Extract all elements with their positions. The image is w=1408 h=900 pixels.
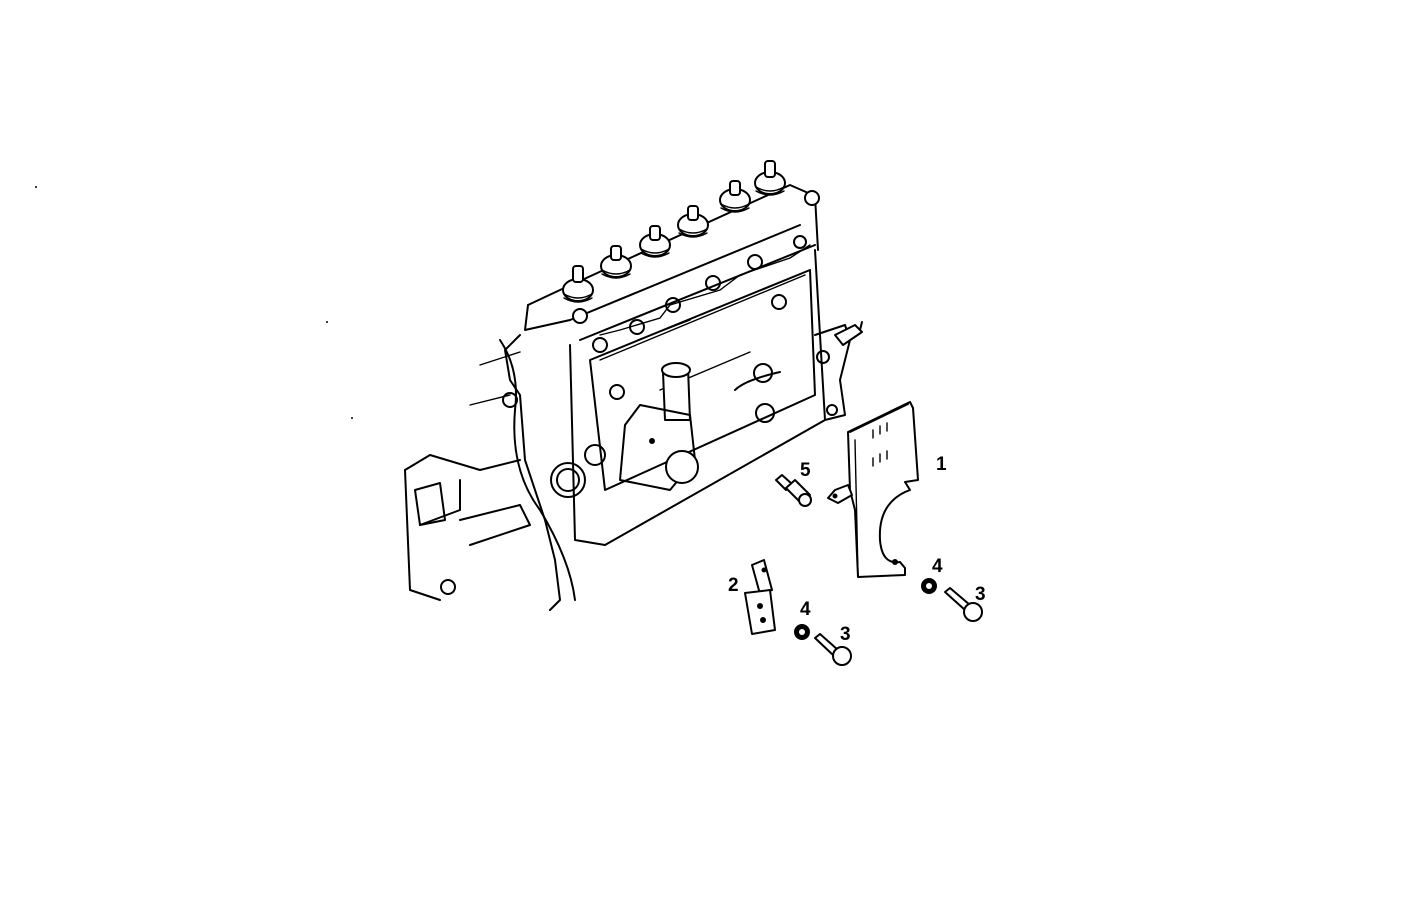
- callout-5: 5: [800, 460, 811, 481]
- support-bracket-icon: [827, 401, 919, 578]
- injection-pump-icon: [404, 160, 863, 611]
- spacer-stud-icon: [775, 474, 812, 507]
- callout-3a: 3: [975, 584, 986, 605]
- washer-icon: [794, 578, 937, 640]
- callout-4b: 4: [800, 599, 811, 620]
- callout-2: 2: [728, 575, 739, 596]
- callout-3b: 3: [840, 624, 851, 645]
- hex-bolt-icon: [814, 587, 983, 666]
- callout-4a: 4: [932, 556, 943, 577]
- callout-1: 1: [936, 454, 947, 475]
- bracket-plate-icon: [744, 559, 776, 635]
